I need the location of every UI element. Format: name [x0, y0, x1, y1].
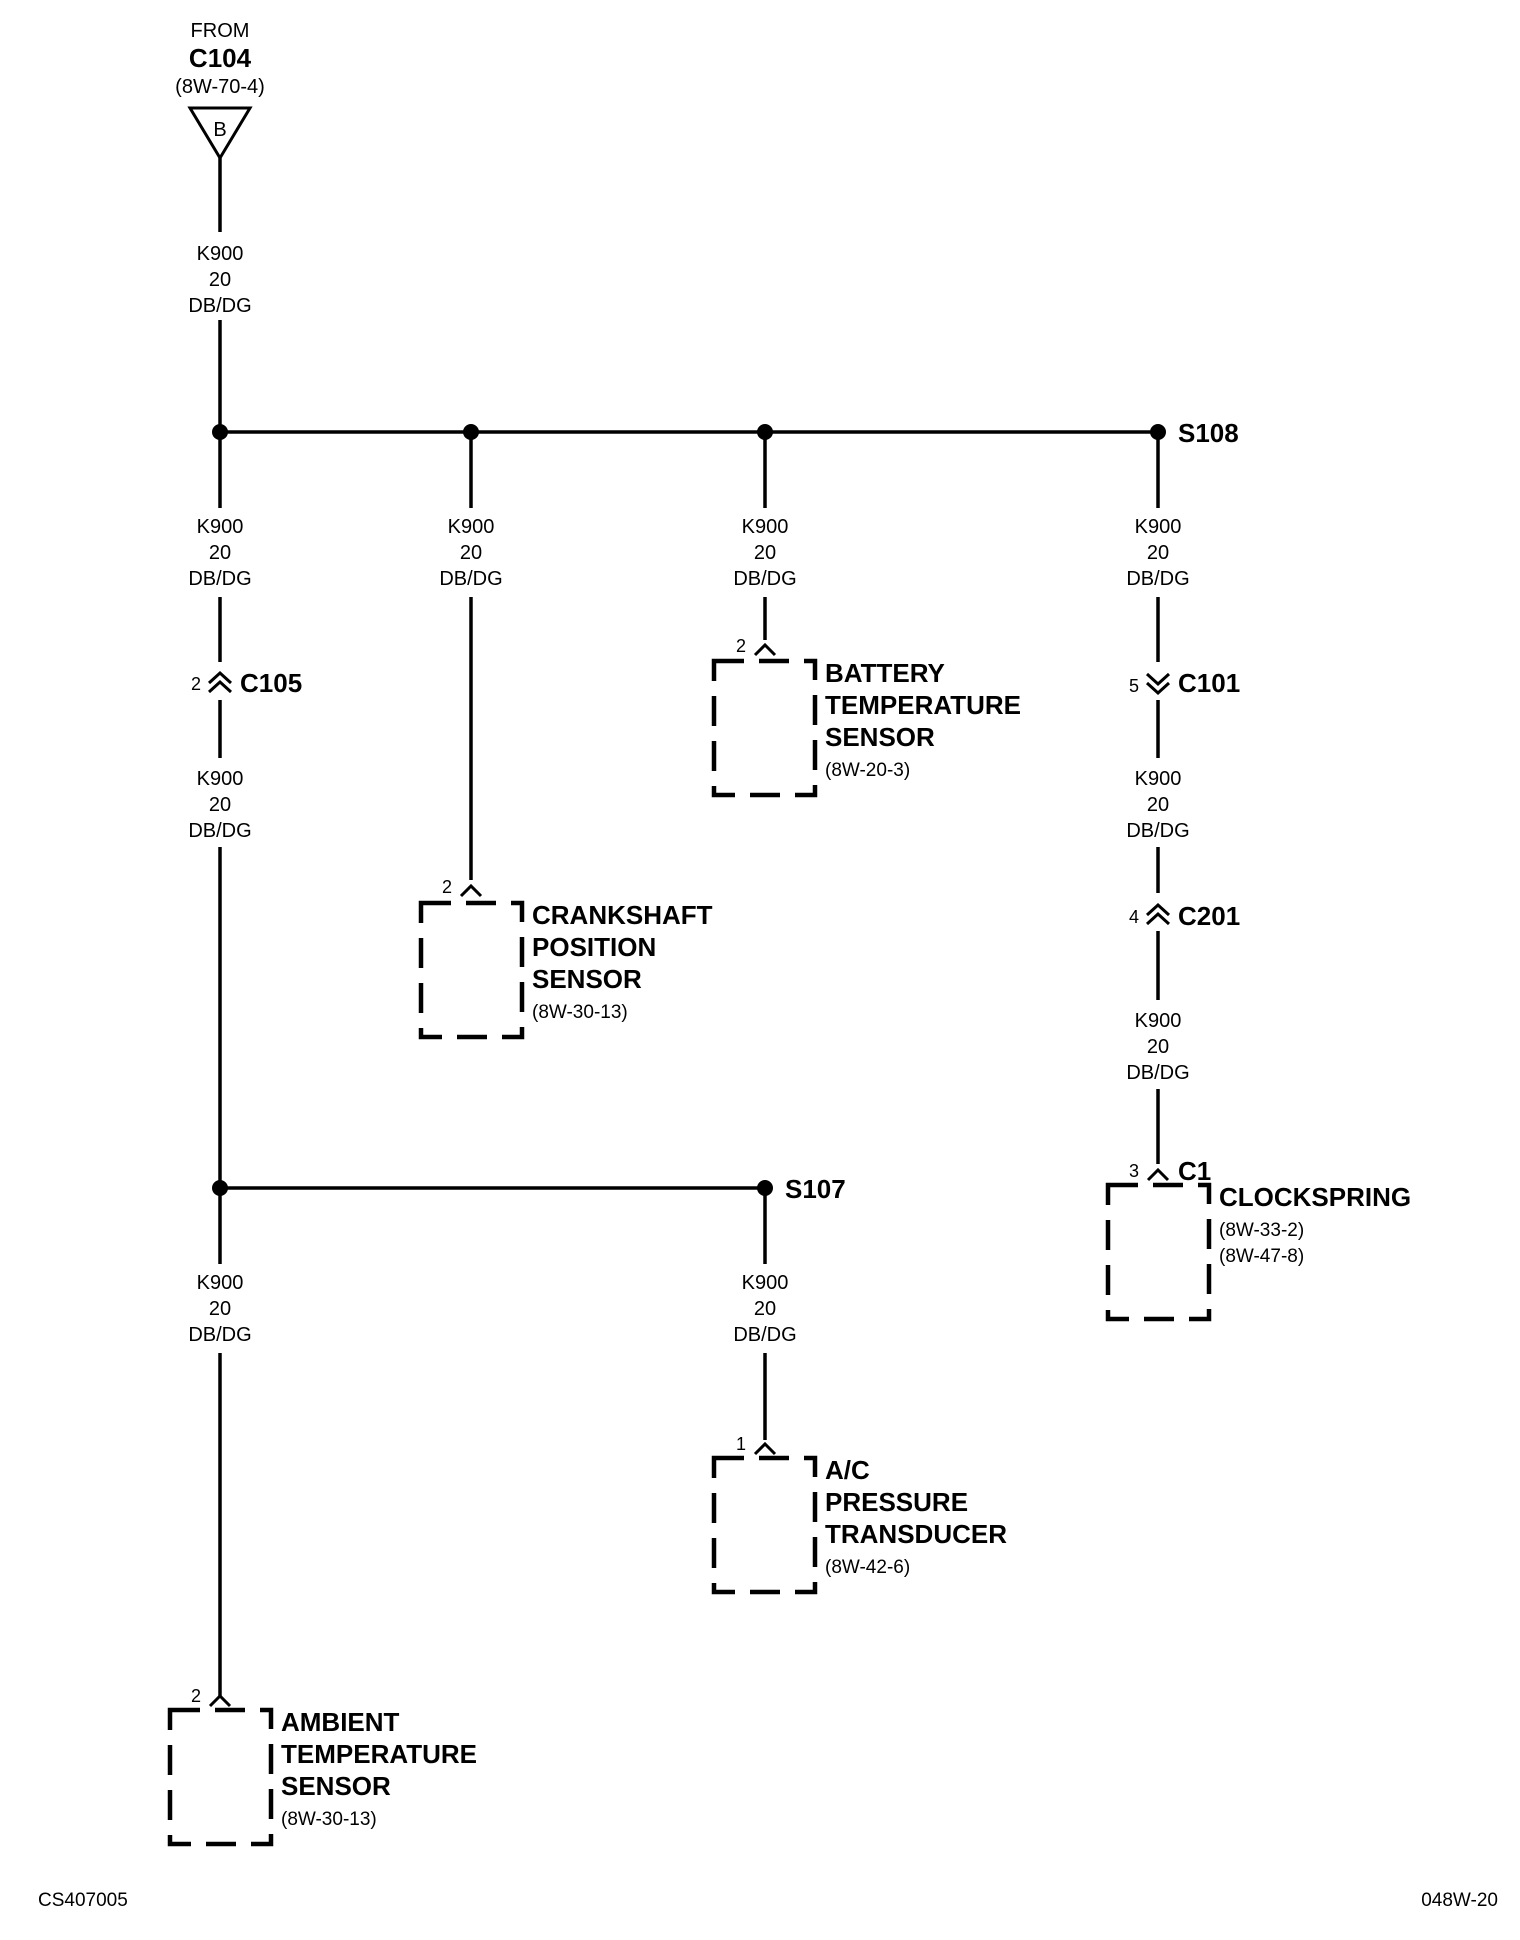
component-name-line: A/C — [825, 1455, 870, 1485]
wire-circuit: K900 — [1135, 516, 1182, 538]
connector-label: C201 — [1178, 901, 1240, 931]
wire-label: K900 20 DB/DG — [188, 768, 251, 842]
footer-right-code: 048W-20 — [1421, 1890, 1498, 1911]
wire-color: DB/DG — [733, 1324, 796, 1346]
connector-c201: 4 C201 — [1129, 901, 1240, 931]
wire-color: DB/DG — [188, 295, 251, 317]
wire-gauge: 20 — [209, 542, 231, 564]
clockspring-connector-label: C1 — [1178, 1156, 1211, 1186]
source-ref: (8W-70-4) — [175, 76, 265, 98]
wire-circuit: K900 — [1135, 1010, 1182, 1032]
component-name-line: BATTERY — [825, 658, 945, 688]
component-ref: (8W-30-13) — [281, 1809, 377, 1830]
connector-pin: 5 — [1129, 676, 1139, 696]
component-ref: (8W-20-3) — [825, 760, 910, 781]
wire-color: DB/DG — [439, 568, 502, 590]
wire-gauge: 20 — [754, 1298, 776, 1320]
component-pin: 2 — [736, 636, 746, 656]
component-pin: 3 — [1129, 1161, 1139, 1181]
wire-color: DB/DG — [188, 820, 251, 842]
wire-color: DB/DG — [733, 568, 796, 590]
wire-gauge: 20 — [1147, 542, 1169, 564]
component-name-line: TEMPERATURE — [825, 690, 1021, 720]
source-marker: B — [213, 119, 226, 141]
connector-c101: 5 C101 — [1129, 668, 1240, 698]
wire-circuit: K900 — [197, 768, 244, 790]
component-ref: (8W-30-13) — [532, 1002, 628, 1023]
component-name-line: TRANSDUCER — [825, 1519, 1007, 1549]
wire-label: K900 20 DB/DG — [1126, 1010, 1189, 1084]
ac-pressure-transducer: 1 A/C PRESSURE TRANSDUCER (8W-42-6) — [711, 1434, 1007, 1595]
connector-pin: 2 — [191, 674, 201, 694]
from-label: FROM — [191, 20, 250, 42]
wire-label: K900 20 DB/DG — [188, 516, 251, 590]
wire-color: DB/DG — [188, 1324, 251, 1346]
splice-node — [757, 424, 773, 440]
battery-temperature-sensor: 2 BATTERY TEMPERATURE SENSOR (8W-20-3) — [711, 636, 1021, 798]
wires — [218, 158, 1160, 1696]
wire-circuit: K900 — [742, 516, 789, 538]
wire-circuit: K900 — [1135, 768, 1182, 790]
source-triangle-icon — [187, 106, 253, 161]
splice-s107-label: S107 — [785, 1174, 846, 1204]
component-name-line: CRANKSHAFT — [532, 900, 713, 930]
connector-c105: 2 C105 — [191, 668, 302, 698]
wire-gauge: 20 — [209, 1298, 231, 1320]
component-name-line: POSITION — [532, 932, 656, 962]
wire-gauge: 20 — [209, 269, 231, 291]
connector-label: C101 — [1178, 668, 1240, 698]
wire-gauge: 20 — [209, 794, 231, 816]
component-pin: 1 — [736, 1434, 746, 1454]
splice-s108-label: S108 — [1178, 418, 1239, 448]
source-connector-label: C104 — [189, 43, 252, 73]
component-name-line: SENSOR — [532, 964, 642, 994]
wire-circuit: K900 — [448, 516, 495, 538]
wire-gauge: 20 — [754, 542, 776, 564]
footer-left-code: CS407005 — [38, 1890, 128, 1911]
component-ref: (8W-42-6) — [825, 1557, 910, 1578]
component-name-line: SENSOR — [281, 1771, 391, 1801]
component-ref: (8W-33-2) — [1219, 1220, 1304, 1241]
wire-circuit: K900 — [197, 516, 244, 538]
component-name-line: CLOCKSPRING — [1219, 1182, 1411, 1212]
ambient-temperature-sensor: 2 AMBIENT TEMPERATURE SENSOR (8W-30-13) — [167, 1686, 477, 1847]
component-name-line: SENSOR — [825, 722, 935, 752]
connector-pin: 4 — [1129, 907, 1139, 927]
wire-label: K900 20 DB/DG — [1126, 768, 1189, 842]
wire-label: K900 20 DB/DG — [188, 1272, 251, 1346]
component-name-line: TEMPERATURE — [281, 1739, 477, 1769]
splice-s108-node — [1150, 424, 1166, 440]
component-name-line: PRESSURE — [825, 1487, 968, 1517]
wire-gauge: 20 — [460, 542, 482, 564]
splice-node — [212, 424, 228, 440]
wire-color: DB/DG — [1126, 1062, 1189, 1084]
wire-gauge: 20 — [1147, 1036, 1169, 1058]
wire-color: DB/DG — [1126, 568, 1189, 590]
wire-label: K900 20 DB/DG — [733, 1272, 796, 1346]
wire-circuit: K900 — [197, 243, 244, 265]
wire-color: DB/DG — [1126, 820, 1189, 842]
wire-gauge: 20 — [1147, 794, 1169, 816]
splice-s107-node — [757, 1180, 773, 1196]
connector-label: C105 — [240, 668, 302, 698]
component-ref: (8W-47-8) — [1219, 1246, 1304, 1267]
wire-circuit: K900 — [742, 1272, 789, 1294]
component-pin: 2 — [442, 877, 452, 897]
wire-label: K900 20 DB/DG — [439, 516, 502, 590]
wire-label: K900 20 DB/DG — [733, 516, 796, 590]
wire-circuit: K900 — [197, 1272, 244, 1294]
splice-node — [463, 424, 479, 440]
crankshaft-position-sensor: 2 CRANKSHAFT POSITION SENSOR (8W-30-13) — [418, 877, 713, 1040]
clockspring: 3 C1 CLOCKSPRING (8W-33-2) (8W-47-8) — [1105, 1156, 1411, 1322]
component-pin: 2 — [191, 1686, 201, 1706]
wire-color: DB/DG — [188, 568, 251, 590]
component-name-line: AMBIENT — [281, 1707, 400, 1737]
splice-node — [212, 1180, 228, 1196]
wire-label: K900 20 DB/DG — [188, 243, 251, 317]
wire-label: K900 20 DB/DG — [1126, 516, 1189, 590]
